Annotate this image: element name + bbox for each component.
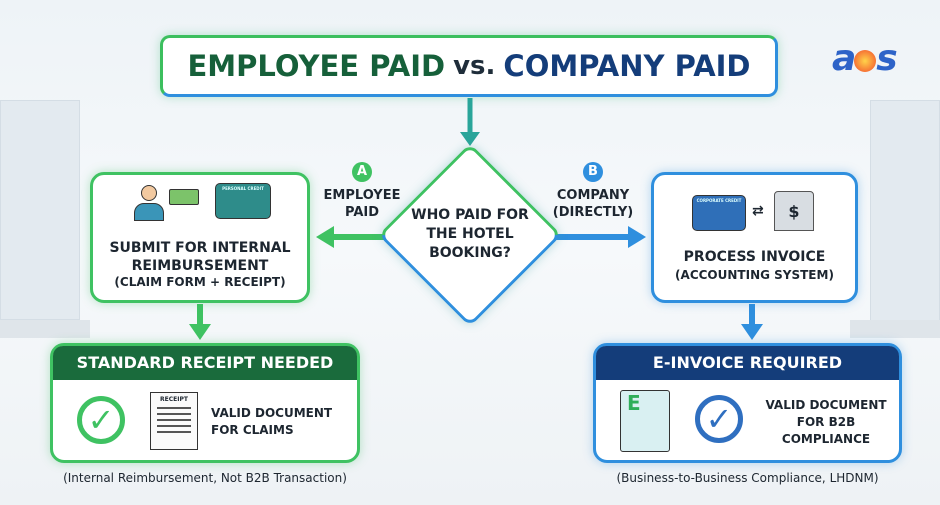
background-window — [0, 100, 80, 320]
arrow-to-e-invoice — [741, 304, 763, 340]
personal-credit-card-icon: PERSONAL CREDIT — [215, 183, 271, 219]
page-title: EMPLOYEE PAID vs. COMPANY PAID — [160, 35, 778, 97]
employee-step-box: PERSONAL CREDIT SUBMIT FOR INTERNAL REIM… — [90, 172, 310, 303]
badge-b: B — [583, 162, 603, 182]
card-text: CORPORATE CREDIT — [696, 198, 742, 203]
background-window — [870, 100, 940, 330]
employee-step-title: SUBMIT FOR INTERNAL REIMBURSEMENT — [109, 240, 291, 274]
company-step-title: PROCESS INVOICE — [683, 249, 826, 265]
e-invoice-document-icon: E — [620, 390, 670, 452]
standard-receipt-caption: (Internal Reimbursement, Not B2B Transac… — [63, 471, 347, 485]
title-employee-paid: EMPLOYEE PAID — [187, 49, 446, 83]
arrow-title-to-decision — [460, 98, 480, 146]
background-desk — [850, 320, 940, 338]
receipt-icon: RECEIPT — [150, 392, 198, 450]
e-invoice-text: VALID DOCUMENT FOR B2B COMPLIANCE — [765, 398, 887, 446]
arrow-to-standard-receipt — [189, 304, 211, 340]
arrow-to-company-step — [554, 226, 646, 248]
company-step-subtitle: (ACCOUNTING SYSTEM) — [675, 268, 834, 282]
standard-receipt-text: VALID DOCUMENT FOR CLAIMS — [211, 406, 333, 437]
company-step-box: CORPORATE CREDIT ⇄ $ PROCESS INVOICE (AC… — [651, 172, 858, 303]
bank-icon: $ — [774, 191, 814, 231]
employee-paid-label: EMPLOYEE PAID — [323, 188, 401, 220]
standard-receipt-header: STANDARD RECEIPT NEEDED — [53, 346, 357, 380]
company-directly-label: COMPANY (DIRECTLY) — [552, 188, 634, 220]
background-desk — [0, 320, 90, 338]
title-company-paid: COMPANY PAID — [503, 49, 751, 83]
check-circle-icon: ✓ — [77, 396, 125, 444]
receipt-label: RECEIPT — [160, 396, 188, 403]
e-invoice-box: E-INVOICE REQUIRED E ✓ VALID DOCUMENT FO… — [593, 343, 902, 463]
cash-icon — [169, 189, 199, 205]
standard-receipt-box: STANDARD RECEIPT NEEDED ✓ RECEIPT VALID … — [50, 343, 360, 463]
card-text: PERSONAL CREDIT — [222, 186, 264, 191]
decision-question: WHO PAID FOR THE HOTEL BOOKING? — [411, 207, 529, 261]
e-invoice-caption: (Business-to-Business Compliance, LHDNM) — [616, 471, 879, 485]
check-circle-icon: ✓ — [695, 395, 743, 443]
corporate-credit-card-icon: CORPORATE CREDIT — [692, 195, 746, 231]
title-vs: vs. — [453, 51, 496, 81]
badge-a: A — [352, 162, 372, 182]
e-invoice-header: E-INVOICE REQUIRED — [596, 346, 899, 380]
exchange-arrows-icon: ⇄ — [752, 203, 764, 219]
employee-step-subtitle: (CLAIM FORM + RECEIPT) — [114, 275, 286, 289]
employee-icon — [131, 185, 167, 225]
arrow-to-employee-step — [316, 226, 386, 248]
